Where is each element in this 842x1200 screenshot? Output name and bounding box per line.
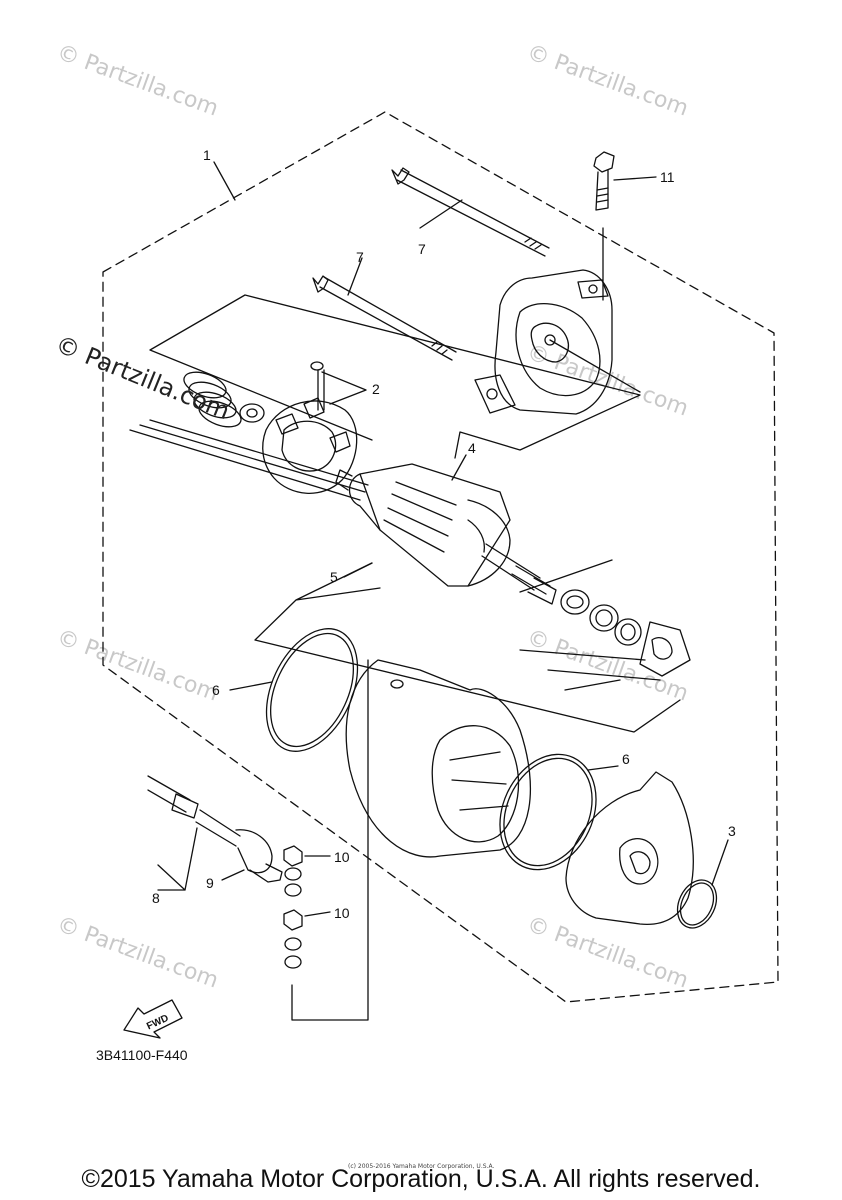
o-ring-lower bbox=[499, 753, 597, 871]
through-bolt-upper bbox=[391, 167, 550, 257]
rear-cover bbox=[474, 269, 641, 415]
callout-2: 2 bbox=[372, 381, 380, 397]
starter-lead bbox=[147, 775, 283, 883]
mounting-bolt bbox=[593, 151, 615, 301]
front-cover bbox=[565, 771, 694, 926]
leader-9 bbox=[221, 869, 245, 881]
leader-3 bbox=[711, 839, 729, 886]
leader-6a bbox=[229, 681, 273, 691]
terminal-hardware bbox=[283, 845, 303, 969]
callout-6a: 6 bbox=[212, 682, 220, 698]
brush-holder bbox=[262, 361, 358, 494]
callout-10a: 10 bbox=[334, 849, 350, 865]
spring-guides bbox=[129, 419, 369, 501]
callout-numbers: 1 2 3 4 5 6 6 7 7 8 9 10 10 11 bbox=[152, 147, 736, 921]
callout-7b: 7 bbox=[356, 249, 364, 265]
shaft-washers bbox=[560, 589, 691, 677]
leader-4 bbox=[451, 454, 467, 481]
leader-10b bbox=[304, 911, 331, 917]
through-bolt-lower bbox=[312, 275, 457, 361]
brush-set-boundary bbox=[149, 294, 641, 459]
callout-11: 11 bbox=[660, 169, 675, 185]
callout-9: 9 bbox=[206, 875, 214, 891]
yoke bbox=[291, 659, 531, 1021]
leader-6b bbox=[587, 765, 619, 771]
leader-7a bbox=[419, 199, 463, 229]
washer bbox=[239, 403, 265, 423]
brush-spring bbox=[183, 371, 242, 428]
assembly-boundary bbox=[102, 111, 779, 1003]
callout-8: 8 bbox=[152, 890, 160, 906]
callout-6b: 6 bbox=[622, 751, 630, 767]
armature bbox=[335, 463, 557, 605]
o-ring-upper bbox=[265, 628, 359, 752]
leader-11 bbox=[613, 176, 657, 181]
fwd-arrow bbox=[123, 999, 183, 1039]
callout-10b: 10 bbox=[334, 905, 350, 921]
callout-5: 5 bbox=[330, 569, 338, 585]
armature-set-boundary bbox=[254, 559, 681, 733]
callout-7a: 7 bbox=[418, 241, 426, 257]
leader-2 bbox=[321, 371, 367, 405]
tiny-copyright: (c) 2005-2016 Yamaha Motor Corporation, … bbox=[348, 1163, 495, 1170]
leader-7b bbox=[347, 257, 363, 296]
diagram-code: 3B41100-F440 bbox=[96, 1047, 188, 1063]
callout-1: 1 bbox=[203, 147, 211, 163]
o-ring-small bbox=[676, 879, 718, 929]
copyright-footer: ©2015 Yamaha Motor Corporation, U.S.A. A… bbox=[81, 1165, 761, 1193]
callout-4: 4 bbox=[468, 440, 476, 456]
leader-8 bbox=[157, 827, 198, 891]
leader-1 bbox=[213, 161, 236, 201]
callout-3: 3 bbox=[728, 823, 736, 839]
